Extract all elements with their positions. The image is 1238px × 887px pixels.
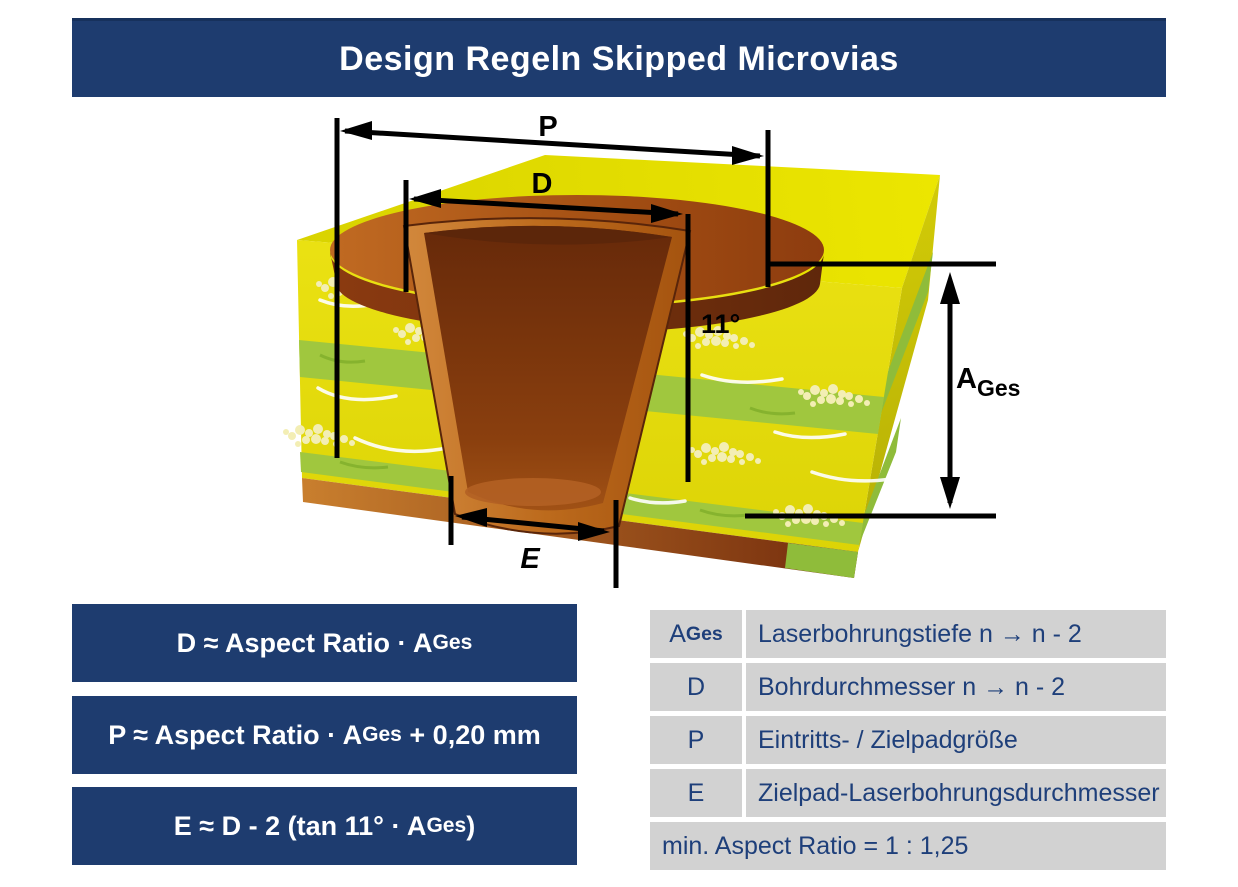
dim-D-line (413, 196, 679, 217)
title-bar: Design Regeln Skipped Microvias (72, 18, 1166, 97)
symbol-cell: P (650, 716, 742, 764)
symbol-cell: D (650, 663, 742, 711)
aspect-ratio-note: min. Aspect Ratio = 1 : 1,25 (650, 822, 1166, 870)
label-angle: 11° (701, 309, 740, 339)
description-cell: Zielpad-Laserbohrungsdurchmesser (746, 769, 1166, 817)
formula-subscript: Ges (362, 723, 402, 746)
dim-P-line (344, 128, 761, 159)
label-depth-sub: Ges (977, 375, 1020, 401)
microvia (329, 195, 824, 535)
label-E: E (520, 543, 541, 575)
symbol-text: D (686, 672, 706, 701)
microvia-back-rim (424, 225, 672, 245)
description-cell: Laserbohrungstiefe n → n - 2 (746, 610, 1166, 658)
symbol-text: E (687, 778, 705, 807)
formula-text-after: ) (466, 810, 476, 841)
label-P: P (538, 111, 557, 143)
formula-subscript: Ges (426, 814, 467, 837)
description-cell: Bohrdurchmesser n → n - 2 (746, 663, 1166, 711)
page-title: Design Regeln Skipped Microvias (339, 39, 899, 78)
table-row: E Zielpad-Laserbohrungsdurchmesser (650, 769, 1166, 817)
symbol-text: A (669, 619, 686, 648)
symbol-text: P (687, 725, 705, 754)
microvia-floor (465, 478, 601, 506)
description-cell: Eintritts- / Zielpadgröße (746, 716, 1166, 764)
label-D: D (532, 168, 553, 200)
formula-text: D ≈ Aspect Ratio · A (176, 627, 433, 658)
label-depth: AGes (956, 363, 1020, 401)
prepreg-band-right-1 (873, 252, 933, 434)
table-row: D Bohrdurchmesser n → n - 2 (650, 663, 1166, 711)
table-row: P Eintritts- / Zielpadgröße (650, 716, 1166, 764)
formula-text: P ≈ Aspect Ratio · A (108, 719, 363, 750)
dimension-lines (334, 118, 996, 588)
table-footer-row: min. Aspect Ratio = 1 : 1,25 (650, 822, 1166, 870)
symbol-subscript: Ges (685, 622, 723, 645)
symbol-cell: E (650, 769, 742, 817)
label-depth-main: A (956, 363, 977, 395)
dimension-labels: P D 11° AGes E (520, 111, 1020, 575)
formula-text: E ≈ D - 2 (tan 11° · A (173, 810, 427, 841)
formula-subscript: Ges (432, 631, 473, 654)
microvia-interior (424, 225, 672, 511)
bottom-green-corner (785, 543, 858, 578)
formula-text-after: + 0,20 mm (401, 719, 541, 750)
dimension-arrowheads (340, 121, 960, 541)
